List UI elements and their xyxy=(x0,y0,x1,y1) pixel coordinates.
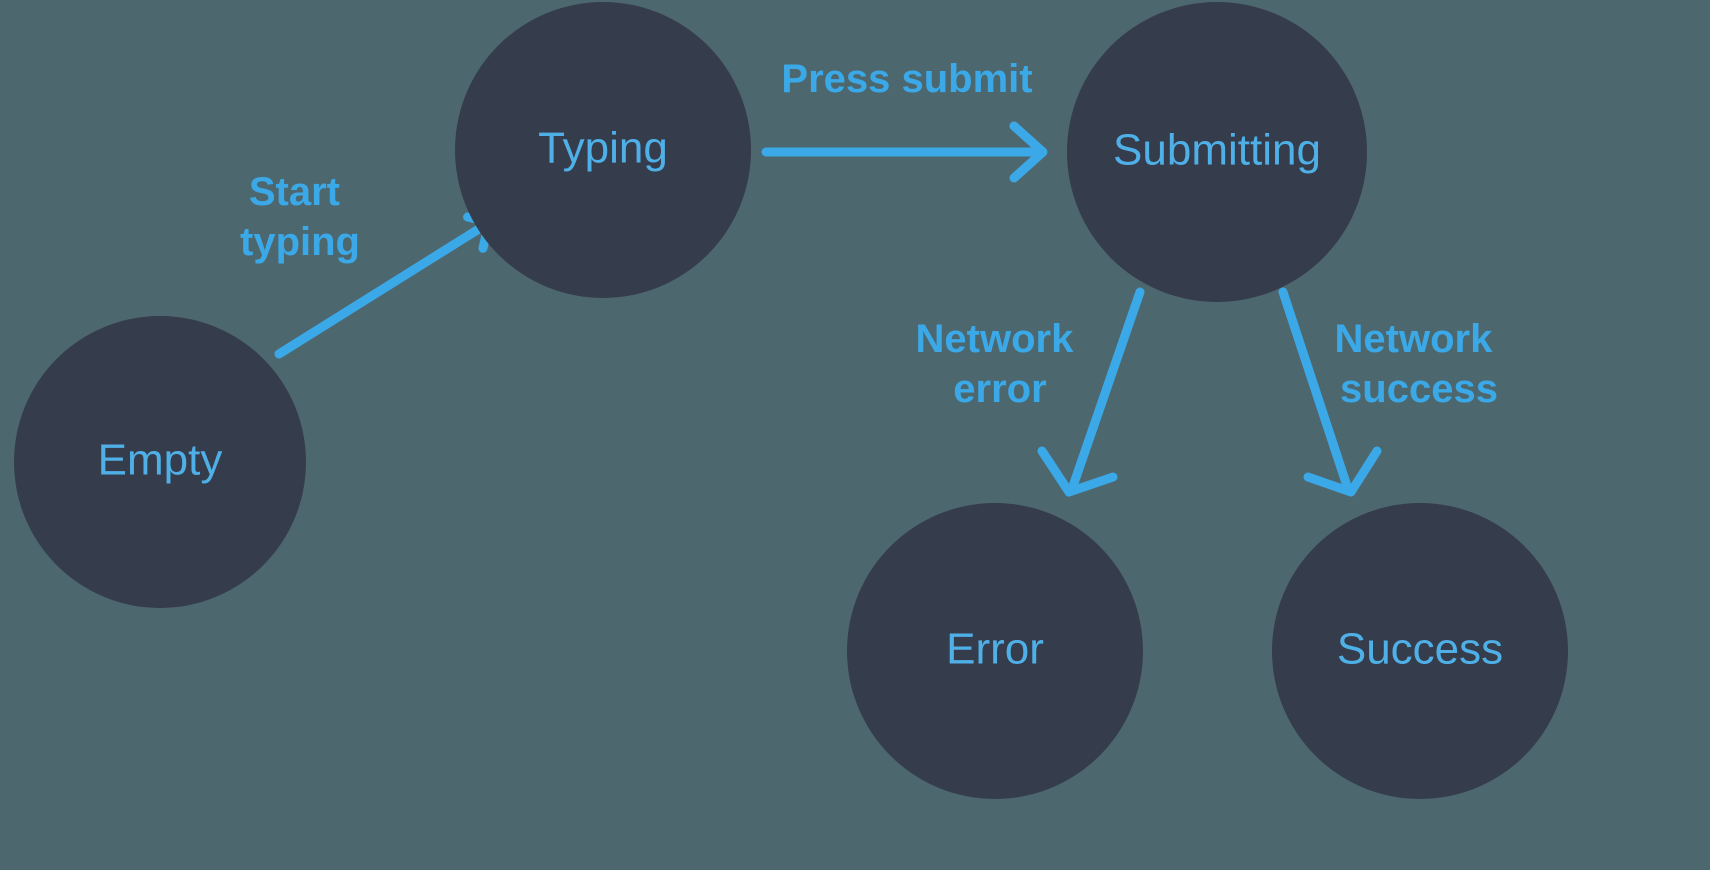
transition-start-typing-label-line-1: Start xyxy=(249,170,340,214)
transition-press-submit[interactable] xyxy=(761,121,1048,183)
transition-network-success-arrowhead xyxy=(1303,446,1382,497)
transition-network-error-label: Network error xyxy=(916,317,1085,411)
transition-network-success-label-line-2: success xyxy=(1340,367,1498,411)
transition-network-success-label-line-1: Network xyxy=(1335,317,1494,361)
transition-network-error[interactable] xyxy=(1037,287,1145,497)
transition-network-error-arrowhead xyxy=(1037,446,1118,497)
state-node-empty-label: Empty xyxy=(98,436,223,485)
transition-start-typing-label-line-2: typing xyxy=(240,220,360,264)
transition-start-typing-label: Start typing xyxy=(240,170,360,264)
transition-network-error-label-line-2: error xyxy=(953,367,1046,411)
state-node-error[interactable]: Error xyxy=(847,503,1143,799)
state-node-submitting-label: Submitting xyxy=(1113,126,1321,175)
transition-network-success-line xyxy=(1278,287,1353,494)
transition-network-error-label-line-1: Network xyxy=(916,317,1075,361)
state-node-empty-circle xyxy=(14,316,306,608)
state-node-submitting-circle xyxy=(1067,2,1367,302)
transition-network-error-line xyxy=(1067,287,1145,494)
transition-press-submit-label-line-1: Press submit xyxy=(781,57,1032,101)
state-node-success-circle xyxy=(1272,503,1568,799)
transition-press-submit-arrowhead xyxy=(1009,121,1048,183)
transition-network-success-label: Network success xyxy=(1335,317,1504,411)
state-node-typing-label: Typing xyxy=(538,124,668,173)
state-node-submitting[interactable]: Submitting xyxy=(1067,2,1367,302)
state-node-typing[interactable]: Typing xyxy=(455,2,751,298)
state-node-success[interactable]: Success xyxy=(1272,503,1568,799)
transition-press-submit-label: Press submit xyxy=(781,57,1032,101)
state-node-error-circle xyxy=(847,503,1143,799)
transition-start-typing-line xyxy=(274,222,487,359)
state-node-success-label: Success xyxy=(1337,625,1503,674)
transition-network-success[interactable] xyxy=(1278,287,1382,497)
state-node-typing-circle xyxy=(455,2,751,298)
state-node-empty[interactable]: Empty xyxy=(14,316,306,608)
state-node-error-label: Error xyxy=(946,625,1044,674)
